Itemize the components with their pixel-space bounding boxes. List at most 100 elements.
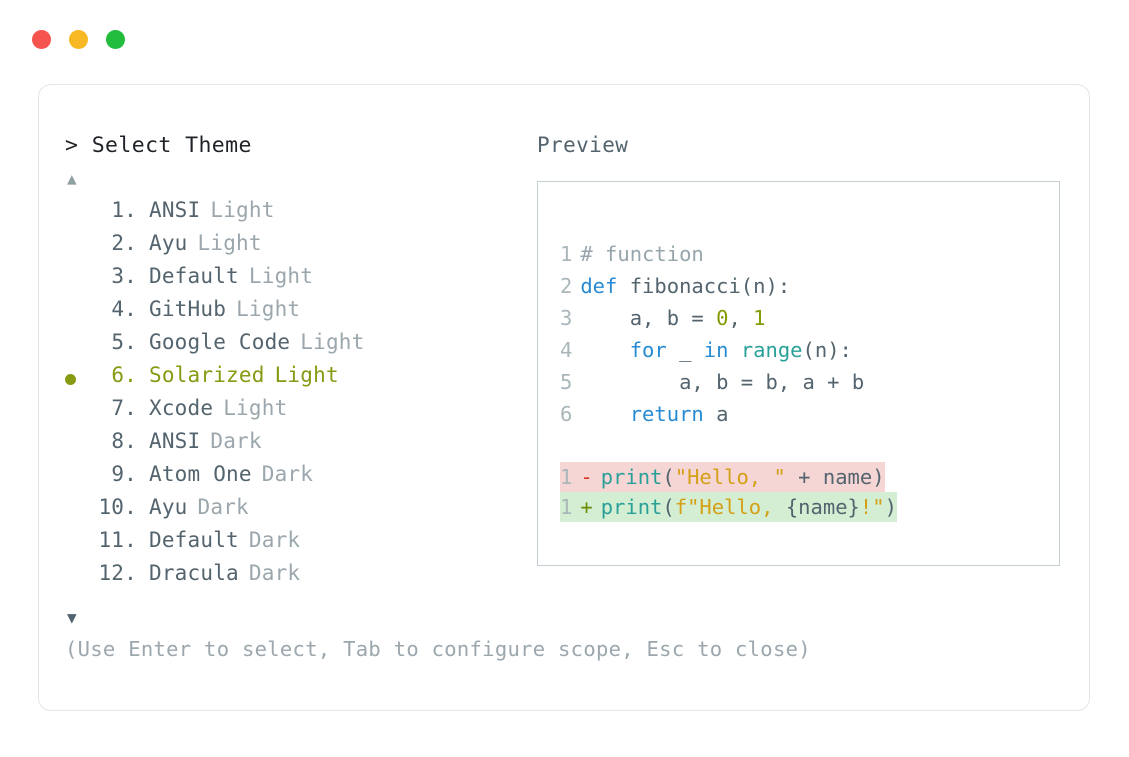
theme-item-variant: Light	[197, 230, 262, 255]
theme-list-item[interactable]: 7. Xcode Light	[65, 396, 535, 429]
selected-bullet-cell	[65, 561, 91, 594]
selected-bullet-cell	[65, 462, 91, 495]
theme-item-number: 5.	[111, 329, 137, 354]
theme-item-name: Xcode	[149, 395, 214, 420]
code-line-content: # function	[580, 238, 703, 270]
keyboard-hint: (Use Enter to select, Tab to configure s…	[65, 637, 811, 661]
line-number: 3	[560, 306, 573, 330]
code-line-content: a, b = b, a + b	[580, 366, 864, 398]
line-number: 1	[560, 242, 573, 266]
theme-list-item[interactable]: 5. Google Code Light	[65, 330, 535, 363]
selected-bullet-cell	[65, 264, 91, 297]
code-line-content: a, b = 0, 1	[580, 302, 766, 334]
theme-item-name: Google Code	[149, 329, 291, 354]
code-token-plain: )	[884, 495, 897, 519]
code-token-plain: (	[662, 465, 675, 489]
theme-list-item[interactable]: 9. Atom One Dark	[65, 462, 535, 495]
code-token-plain: (n):	[802, 338, 852, 362]
scroll-down-arrow-icon[interactable]: ▼	[67, 607, 77, 627]
theme-item-number: 9.	[111, 461, 137, 486]
theme-list-item[interactable]: 2. Ayu Light	[65, 231, 535, 264]
selected-bullet-cell	[65, 363, 91, 396]
theme-item-name: Solarized	[149, 362, 265, 387]
theme-item-name: Atom One	[149, 461, 252, 486]
theme-item-variant: Light	[300, 329, 365, 354]
line-number: 6	[560, 402, 573, 426]
code-token-plain: a, b = b, a + b	[580, 370, 865, 394]
preview-label: Preview	[537, 133, 629, 157]
code-token-plain: fibonacci(n):	[629, 274, 791, 298]
code-line: 3 a, b = 0, 1	[560, 302, 1059, 334]
code-token-plain: a, b =	[580, 306, 717, 330]
line-number: 2	[560, 274, 573, 298]
diff-line-added: 1+print(f"Hello, {name}!")	[560, 492, 897, 522]
diff-line-removed: 1-print("Hello, " + name)	[560, 462, 885, 492]
diff-line-content: print(f"Hello, {name}!")	[601, 492, 897, 522]
code-token-string: f"Hello,	[674, 495, 786, 519]
theme-item-number: 7.	[111, 395, 137, 420]
code-token-number: 1	[753, 306, 766, 330]
theme-item-variant: Dark	[197, 494, 249, 519]
theme-item-name: ANSI	[149, 428, 201, 453]
theme-item-name: Default	[149, 263, 239, 288]
code-line: 4 for _ in range(n):	[560, 334, 1059, 366]
selected-bullet-cell	[65, 297, 91, 330]
selected-bullet-cell	[65, 495, 91, 528]
code-token-plain	[580, 402, 629, 426]
selected-bullet-cell	[65, 429, 91, 462]
diff-line-number: 1	[560, 465, 573, 489]
theme-item-name: GitHub	[149, 296, 227, 321]
code-token-plain: + name)	[785, 465, 885, 489]
code-token-keyword: return	[629, 402, 704, 426]
code-line-content: def fibonacci(n):	[580, 270, 790, 302]
code-line: 5 a, b = b, a + b	[560, 366, 1059, 398]
diff-marker: -	[580, 465, 593, 489]
code-token-func: range	[740, 338, 803, 362]
theme-item-number: 12.	[98, 560, 137, 585]
code-line: 1 # function	[560, 238, 1059, 270]
code-token-string: !"	[859, 495, 885, 519]
minimize-window-dot[interactable]	[69, 30, 88, 49]
code-token-plain: {name}	[785, 495, 860, 519]
theme-item-variant: Light	[248, 263, 314, 288]
code-line: 2 def fibonacci(n):	[560, 270, 1059, 302]
theme-item-number: 1.	[111, 197, 137, 222]
diff-marker: +	[580, 495, 593, 519]
maximize-window-dot[interactable]	[106, 30, 125, 49]
theme-item-variant: Dark	[248, 560, 301, 585]
selected-bullet-icon	[65, 373, 76, 385]
theme-item-variant: Dark	[261, 461, 314, 486]
code-spacer	[560, 430, 1059, 462]
theme-item-variant: Dark	[248, 527, 301, 552]
theme-item-number: 6.	[111, 362, 137, 387]
theme-item-number: 11.	[98, 527, 137, 552]
scroll-up-arrow-icon[interactable]: ▲	[67, 168, 77, 188]
code-token-keyword: for	[629, 338, 667, 362]
code-token-plain: a	[703, 402, 729, 426]
theme-item-name: ANSI	[149, 197, 201, 222]
selected-bullet-cell	[65, 396, 91, 429]
theme-item-name: Default	[149, 527, 239, 552]
theme-item-variant: Dark	[210, 428, 262, 453]
theme-item-number: 2.	[111, 230, 137, 255]
selected-bullet-cell	[65, 198, 91, 231]
close-window-dot[interactable]	[32, 30, 51, 49]
line-number: 5	[560, 370, 573, 394]
diff-line-content: print("Hello, " + name)	[601, 462, 885, 492]
code-token-plain: _	[666, 338, 704, 362]
theme-item-variant: Light	[223, 395, 288, 420]
theme-item-name: Ayu	[149, 230, 188, 255]
theme-list-item[interactable]: 11. Default Dark	[65, 528, 535, 561]
theme-item-number: 4.	[111, 296, 137, 321]
